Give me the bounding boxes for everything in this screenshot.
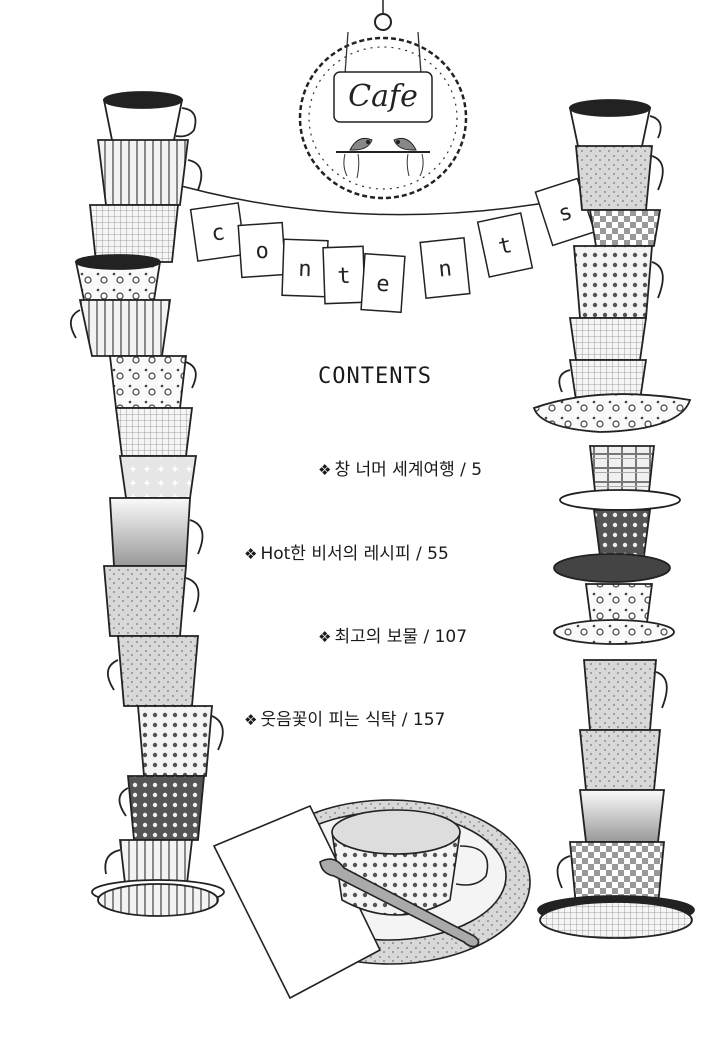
diamond-bullet-icon: ❖ xyxy=(318,628,332,646)
tag-icon: n xyxy=(281,238,329,298)
banner-letter: t xyxy=(337,264,351,289)
tag-icon: c xyxy=(189,202,247,262)
saucer-icon xyxy=(91,879,225,917)
tag-icon: t xyxy=(322,245,366,305)
banner-letter: c xyxy=(210,220,227,247)
banner-letter: t xyxy=(496,233,514,260)
tag-icon: n xyxy=(419,237,471,299)
saucer-icon xyxy=(559,489,681,511)
diamond-bullet-icon: ❖ xyxy=(244,711,258,729)
toc-item: ❖최고의 보물 / 107 xyxy=(318,622,467,647)
left-cup-tower xyxy=(70,91,225,917)
toc-item: ❖Hot한 비서의 레시피 / 55 xyxy=(244,539,449,564)
banner-letter: o xyxy=(255,239,270,265)
toc-item-title: 최고의 보물 xyxy=(334,627,419,647)
toc-item-page: / 157 xyxy=(401,710,446,730)
tag-icon: e xyxy=(360,252,406,314)
saucer-icon xyxy=(532,393,692,433)
wreath-sign-text: Cafe xyxy=(348,79,418,114)
banner-letter: n xyxy=(298,257,312,282)
diamond-bullet-icon: ❖ xyxy=(244,545,258,563)
diamond-bullet-icon: ❖ xyxy=(318,461,332,479)
toc-item-page: / 107 xyxy=(423,627,468,647)
saucer-icon xyxy=(553,619,675,645)
right-cup-tower xyxy=(532,99,695,939)
bird-icon xyxy=(393,137,417,151)
bird-icon xyxy=(349,137,373,151)
contents-banner: c o n t e n t s xyxy=(189,177,596,314)
toc-item-title: 창 너머 세계여행 xyxy=(334,460,455,480)
toc-item-title: 웃음꽃이 피는 식탁 xyxy=(260,710,397,730)
banner-letter: n xyxy=(437,256,453,282)
toc-item-page: / 5 xyxy=(460,460,483,480)
toc-item-page: / 55 xyxy=(416,544,449,564)
tag-icon: o xyxy=(237,221,287,279)
saucer-icon xyxy=(553,553,671,583)
toc-item: ❖창 너머 세계여행 / 5 xyxy=(318,455,482,480)
banner-letter: e xyxy=(375,272,390,298)
page-title: CONTENTS xyxy=(318,364,432,389)
saucer-icon xyxy=(537,895,695,939)
toc-item: ❖웃음꽃이 피는 식탁 / 157 xyxy=(244,705,445,730)
spoon-icon xyxy=(319,858,480,948)
teacup-icon xyxy=(102,91,197,146)
toc-item-title: Hot한 비서의 레시피 xyxy=(260,544,411,564)
latte-cup-scene xyxy=(212,799,531,1000)
tag-icon: t xyxy=(476,212,534,278)
wreath-icon: Cafe xyxy=(298,0,468,200)
teacup-icon xyxy=(568,99,662,152)
